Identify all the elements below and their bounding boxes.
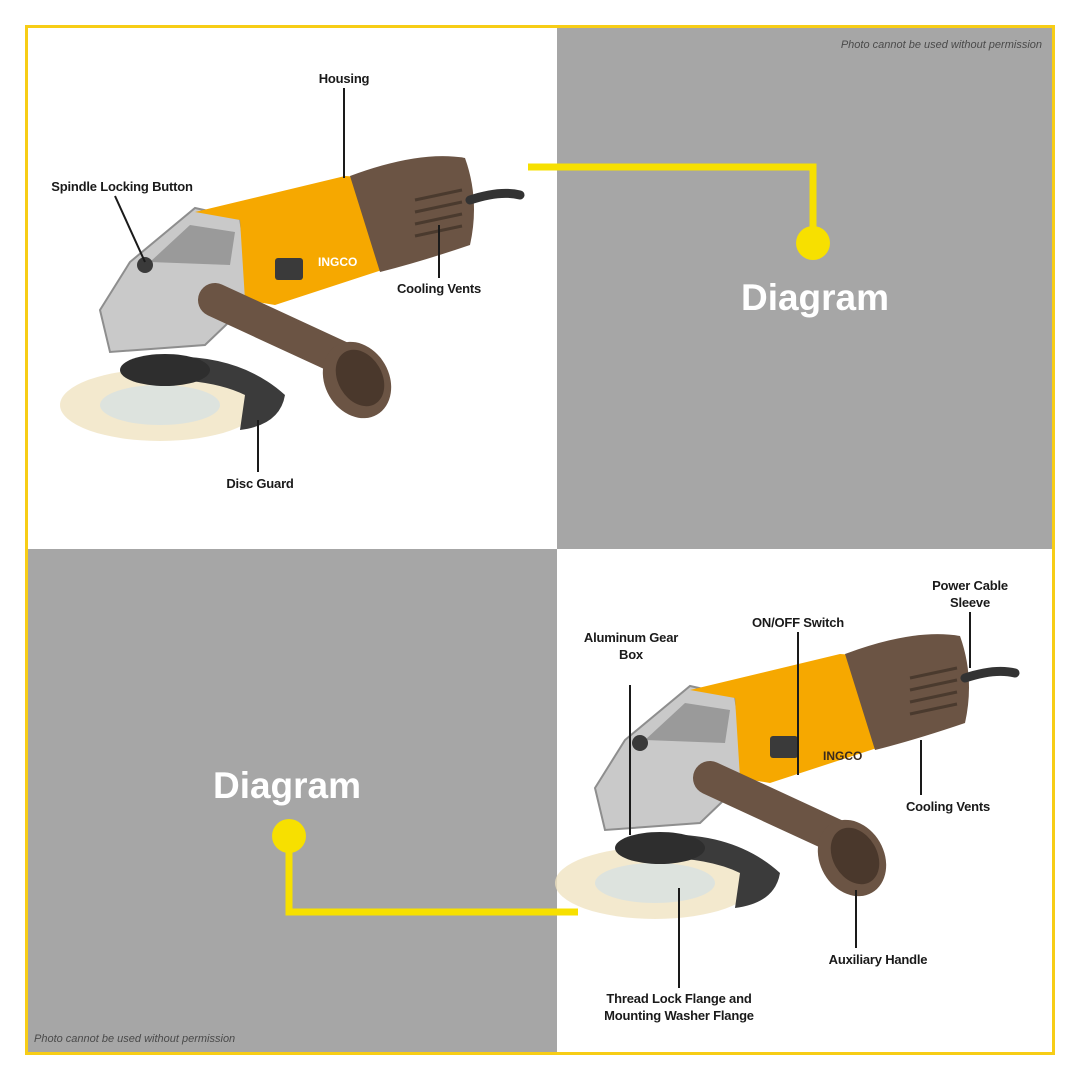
label-cooling-vents-bottom: Cooling Vents — [905, 799, 991, 814]
label-cooling-vents-top: Cooling Vents — [396, 281, 482, 296]
watermark-text-bottom: Photo cannot be used without permission — [34, 1033, 236, 1045]
label-disc-guard: Disc Guard — [226, 476, 294, 491]
section-title-top: Diagram — [740, 277, 890, 318]
label-power-cable-sleeve: Power Cable Sleeve — [932, 577, 1008, 611]
label-line: Mounting Washer Flange — [604, 1008, 754, 1023]
connector-dot-bottom — [272, 819, 306, 853]
angle-grinder-image-top — [60, 156, 520, 441]
brand-logo-top: INGCO — [318, 255, 357, 269]
label-spindle-locking-button: Spindle Locking Button — [51, 179, 193, 194]
section-title-bottom: Diagram — [212, 765, 362, 806]
angle-grinder-image-bottom — [555, 634, 1015, 919]
connector-bottom — [285, 840, 578, 916]
label-line: Power Cable — [932, 578, 1008, 593]
label-housing: Housing — [318, 71, 370, 86]
connector-top — [528, 163, 817, 240]
leader-lines — [114, 88, 971, 988]
gray-panel-top-right — [557, 28, 1052, 549]
watermark-text-top: Photo cannot be used without permission — [840, 39, 1042, 51]
label-on-off-switch: ON/OFF Switch — [751, 615, 845, 630]
connector-dot-top — [796, 226, 830, 260]
label-line: Box — [619, 647, 643, 662]
label-auxiliary-handle: Auxiliary Handle — [828, 952, 928, 967]
label-line: Sleeve — [949, 595, 991, 610]
label-line: Aluminum Gear — [583, 630, 679, 645]
label-line: Thread Lock Flange and — [606, 991, 752, 1006]
label-aluminum-gear-box: Aluminum Gear Box — [584, 629, 678, 663]
gray-panel-bottom-left — [28, 549, 557, 1052]
label-thread-lock-flange: Thread Lock Flange and Mounting Washer F… — [604, 990, 754, 1024]
brand-logo-bottom: INGCO — [823, 749, 862, 763]
